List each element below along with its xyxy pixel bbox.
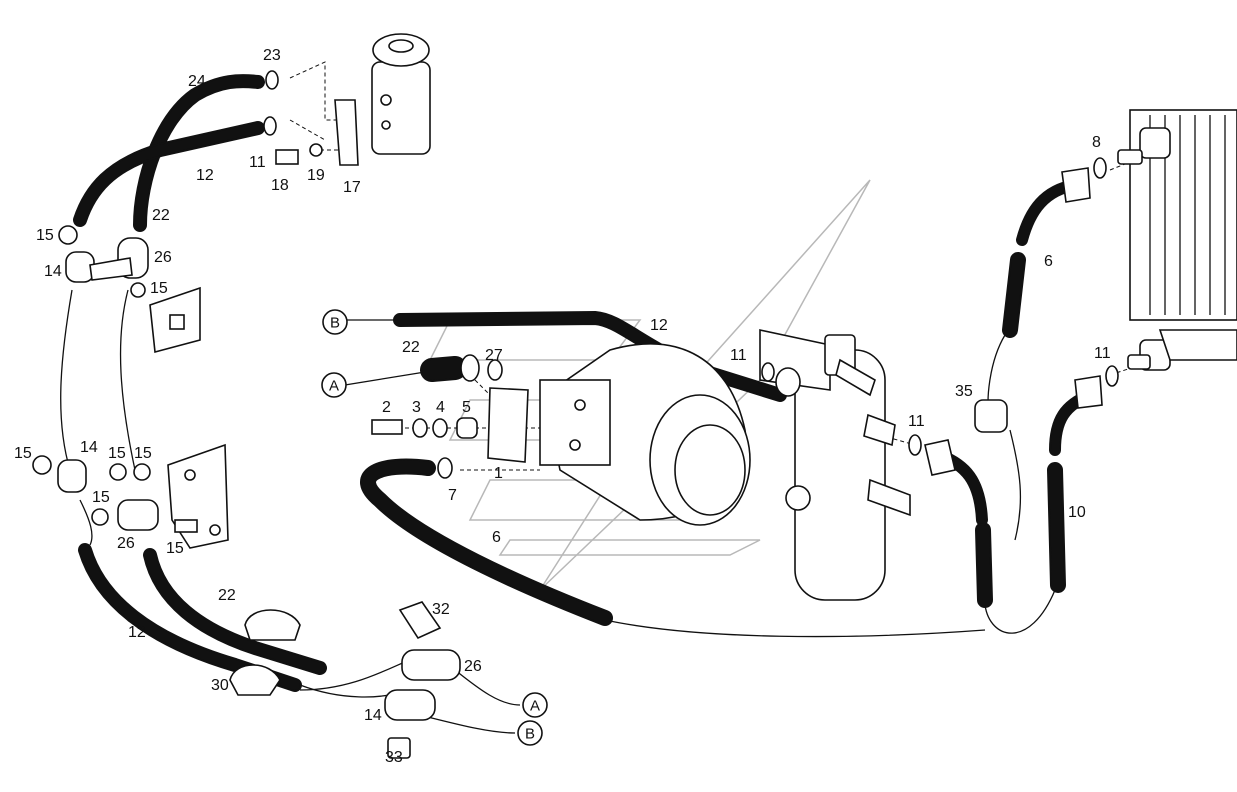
callout-b-upper: B [330, 315, 340, 332]
part-label: 15 [134, 445, 152, 462]
part-label: 22 [218, 587, 236, 604]
callout-circle-b-lower [517, 720, 543, 746]
callout-b-lower: B [525, 726, 535, 743]
part-label: 26 [464, 658, 482, 675]
part-label: 14 [44, 263, 62, 280]
part-label: 14 [364, 707, 382, 724]
part-label: 8 [1092, 134, 1101, 151]
part-label: 15 [150, 280, 168, 297]
part-label: 14 [80, 439, 98, 456]
callout-circle-b-upper [322, 309, 348, 335]
part-label: 17 [343, 179, 361, 196]
part-label: 2 [382, 399, 391, 416]
part-label: 35 [955, 383, 973, 400]
part-label: 11 [908, 413, 925, 430]
part-label: 15 [166, 540, 184, 557]
part-label: 24 [188, 73, 206, 90]
part-label: 23 [263, 47, 281, 64]
part-label: 3 [412, 399, 421, 416]
part-label: 11 [730, 347, 747, 364]
part-label: 26 [154, 249, 172, 266]
part-label: 12 [650, 317, 668, 334]
part-label: 11 [249, 154, 266, 171]
part-label: 11 [1094, 345, 1111, 362]
callouts: B A A B [321, 309, 548, 746]
part-label: 27 [485, 347, 503, 364]
part-label: 18 [271, 177, 289, 194]
part-label: 15 [92, 489, 110, 506]
callout-circle-a-lower [522, 692, 548, 718]
part-label: 30 [211, 677, 229, 694]
part-label: 4 [436, 399, 445, 416]
part-label: 33 [385, 749, 403, 766]
callout-a-upper: A [329, 378, 339, 395]
part-label: 5 [462, 399, 471, 416]
part-label: 32 [432, 601, 450, 618]
components [32, 33, 1237, 759]
part-label: 10 [1068, 504, 1086, 521]
part-label: 1 [494, 465, 503, 482]
part-label: 7 [448, 487, 457, 504]
part-label: 12 [128, 624, 146, 641]
part-label: 15 [108, 445, 126, 462]
part-label: 6 [492, 529, 501, 546]
part-label: 19 [307, 167, 325, 184]
callout-circle-a-upper [321, 372, 347, 398]
part-label: 26 [117, 535, 135, 552]
part-label: 15 [14, 445, 32, 462]
callout-a-lower: A [530, 698, 540, 715]
part-label: 15 [36, 227, 54, 244]
part-label: 22 [402, 339, 420, 356]
part-label: 12 [196, 167, 214, 184]
part-label: 22 [152, 207, 170, 224]
part-label: 6 [1044, 253, 1053, 270]
part-labels: 24 23 11 12 18 19 17 22 15 14 26 15 12 2… [14, 47, 1111, 766]
connection-lines [60, 289, 1056, 734]
